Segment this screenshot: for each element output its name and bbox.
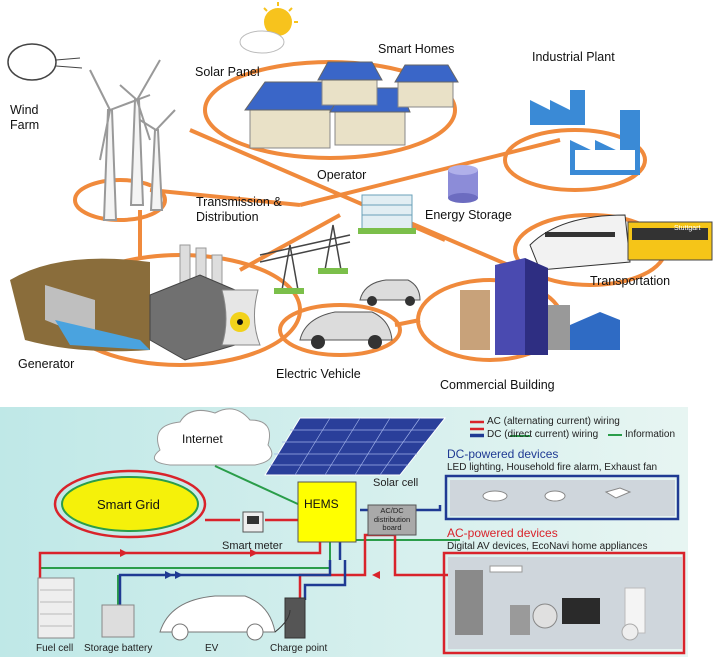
label-fuel-cell: Fuel cell [36,643,74,654]
commercial-buildings [460,258,620,355]
legend-ac: AC (alternating current) wiring [487,416,620,427]
label-industrial-plant: Industrial Plant [532,50,615,64]
energy-storage-icon [448,165,478,203]
transmission-towers [259,224,351,294]
ac-devices-desc: Digital AV devices, EcoNavi home applian… [447,541,648,552]
dc-device-icons [450,480,675,516]
label-ev: EV [205,643,219,654]
ev-car-icon [159,595,276,641]
label-acdc-board: AC/DC distribution board [373,506,411,532]
label-smart-meter: Smart meter [222,540,283,552]
label-electric-vehicle: Electric Vehicle [276,367,361,381]
dc-devices-title: DC-powered devices [447,447,559,461]
acdc-board [367,504,417,536]
dc-devices-desc: LED lighting, Household fire alarm, Exha… [447,462,658,473]
label-generator: Generator [18,357,75,371]
solar-cell-panel [264,417,447,476]
storage-battery-icon [101,604,135,638]
label-energy-storage: Energy Storage [425,208,512,222]
internet-cloud-icon [153,408,273,466]
label-storage-battery: Storage battery [84,643,153,654]
label-charge-point: Charge point [270,643,328,654]
transportation-icons [529,214,713,271]
label-smart-grid: Smart Grid [97,497,160,512]
label-internet: Internet [182,432,223,446]
sun-icon [239,2,298,54]
label-wind-farm: Wind Farm [10,103,40,132]
label-smart-homes: Smart Homes [378,42,455,56]
label-solar-cell: Solar cell [373,477,419,489]
label-transmission: Transmission & Distribution [196,195,282,224]
smart-grid-network-diagram [7,2,713,367]
bus-sign: Stuttgart [674,225,701,232]
label-hems: HEMS [304,497,339,511]
label-commercial-building: Commercial Building [440,378,555,392]
label-operator: Operator [317,168,367,182]
industrial-plant [530,90,640,175]
ac-device-icons [448,557,682,649]
label-solar-panel: Solar Panel [195,65,260,79]
wind-cloud-icon [7,43,83,81]
electric-vehicles [299,279,421,349]
ac-devices-title: AC-powered devices [447,526,558,540]
wind-turbines [89,59,176,221]
charge-point-icon [274,597,306,639]
operator-building [358,194,416,234]
power-plant [149,244,261,361]
hems-box [297,481,357,543]
smart-meter-icon [242,511,264,533]
fuel-cell-icon [37,577,75,639]
smart-grid-ellipse [61,476,199,532]
generator-dam [10,258,150,352]
label-transportation: Transportation [590,274,671,288]
legend-dc: DC (direct current) wiring [487,429,599,440]
legend-info: Information [625,429,676,440]
smart-homes [244,61,459,149]
